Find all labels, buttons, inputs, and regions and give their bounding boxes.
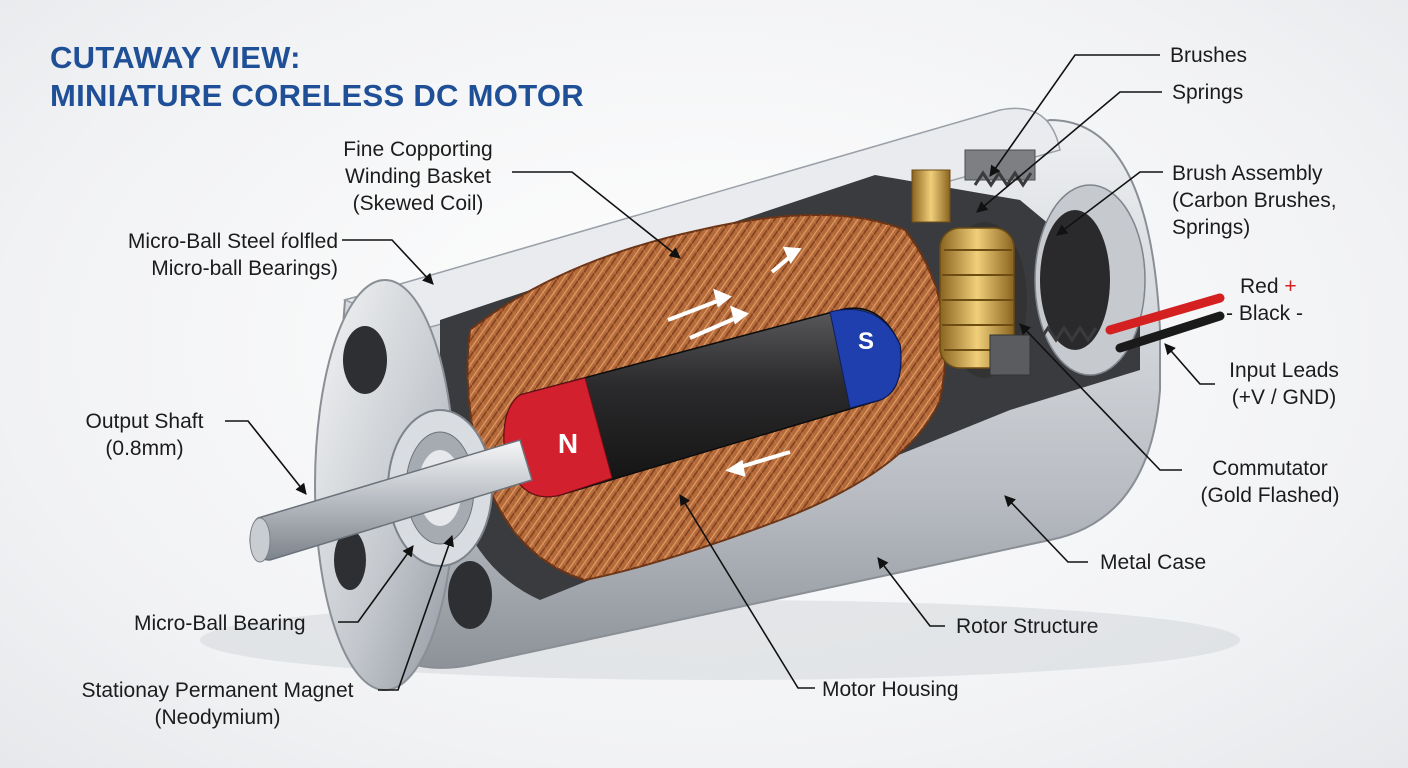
magnet-south xyxy=(829,308,902,409)
label-line: (Gold Flashed) xyxy=(1200,484,1340,507)
label-line: (Carbon Brushes, xyxy=(1172,189,1337,212)
label-red-sign: + xyxy=(1284,275,1297,298)
magnet-south-label: S xyxy=(858,328,874,355)
housing-top-shell xyxy=(342,107,1061,331)
label-line: Springs) xyxy=(1172,216,1251,239)
label-line: Commutator xyxy=(1212,457,1328,480)
label-line: (Neodymium) xyxy=(154,706,281,729)
label-springs: Springs xyxy=(1172,81,1244,104)
label-brush-assembly: Brush Assembly (Carbon Brushes, Springs) xyxy=(1172,160,1337,241)
label-brushes: Brushes xyxy=(1170,44,1248,67)
label-line: (0.8mm) xyxy=(105,437,184,460)
label-line: Winding Basket xyxy=(345,165,491,188)
red-lead-wire xyxy=(1105,293,1225,335)
label-black-lead: - Black - xyxy=(1226,302,1304,325)
label-fine-winding-basket: Fine Copporting Winding Basket (Skewed C… xyxy=(318,136,518,217)
label-red-text: Red xyxy=(1240,275,1279,298)
label-motor-housing: Motor Housing xyxy=(822,678,959,701)
label-input-leads: Input Leads (+V / GND) xyxy=(1214,357,1354,411)
label-micro-ball-steel: Micro-Ball Steel ŕolfled Micro-ball Bear… xyxy=(60,228,338,282)
label-line: Stationay Permanent Magnet xyxy=(81,679,354,702)
label-rotor-structure: Rotor Structure xyxy=(956,615,1099,638)
label-line: Brush Assembly xyxy=(1172,162,1323,185)
magnet-north-label: N xyxy=(558,428,578,459)
label-red-lead: Red + xyxy=(1240,273,1297,300)
label-line: (+V / GND) xyxy=(1231,386,1337,409)
springs xyxy=(973,170,1098,343)
label-line: (Skewed Coil) xyxy=(352,192,484,215)
label-line: Micro-Ball Steel ŕolfled xyxy=(127,230,338,253)
diagram-title-line2: MINIATURE CORELESS DC MOTOR xyxy=(50,78,584,113)
label-line: Input Leads xyxy=(1229,359,1339,382)
label-line: Micro-ball Bearings) xyxy=(151,257,338,280)
label-stationary-magnet: Stationay Permanent Magnet (Neodymium) xyxy=(60,677,375,731)
diagram-title-line1: CUTAWAY VIEW: xyxy=(50,40,301,75)
label-commutator: Commutator (Gold Flashed) xyxy=(1180,455,1360,509)
leader-lines xyxy=(225,54,1215,691)
label-line: Fine Copporting xyxy=(343,138,493,161)
coil-current-arrows xyxy=(667,246,802,477)
black-lead-wire xyxy=(1115,311,1225,353)
label-micro-ball-bearing: Micro-Ball Bearing xyxy=(134,612,306,635)
label-metal-case: Metal Case xyxy=(1100,551,1207,574)
label-output-shaft: Output Shaft (0.8mm) xyxy=(62,408,227,462)
label-line: Output Shaft xyxy=(85,410,204,433)
